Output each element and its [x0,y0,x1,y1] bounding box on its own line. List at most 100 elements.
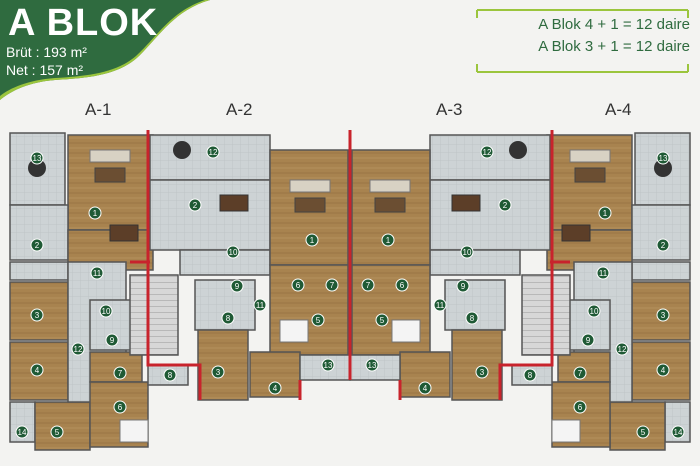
left-room-20 [197,329,249,401]
marker-number-L-18: 11 [256,301,265,310]
marker-number-R-13: 12 [483,148,492,157]
room-marker-L-21: 7 [325,278,339,292]
room-marker-R-19: 8 [465,311,479,325]
left-room-18 [129,274,179,356]
marker-number-L-2: 2 [35,241,40,250]
room-marker-R-25: 4 [418,381,432,395]
block-title: A BLOK [8,2,159,44]
room-marker-R-23: 3 [475,365,489,379]
marker-dot-R-5 [587,304,601,318]
room-marker-R-10: 6 [573,400,587,414]
marker-dot-L-25 [268,381,282,395]
party-wall-2 [498,130,554,400]
room-marker-L-6: 12 [71,342,85,356]
marker-dot-L-2 [30,238,44,252]
room-marker-L-9: 7 [113,366,127,380]
room-marker-R-24: 8 [523,368,537,382]
room-marker-R-2: 2 [656,238,670,252]
marker-dot-L-0 [30,151,44,165]
marker-number-L-19: 8 [226,314,231,323]
marker-number-R-14: 2 [503,201,508,210]
marker-dot-L-21 [325,278,339,292]
marker-number-L-10: 6 [118,403,123,412]
room-marker-R-5: 10 [587,304,601,318]
room-marker-L-4: 3 [30,308,44,322]
marker-dot-L-10 [113,400,127,414]
room-marker-R-12: 5 [636,425,650,439]
room-marker-L-7: 9 [105,333,119,347]
marker-number-R-8: 4 [661,366,666,375]
marker-dot-L-12 [50,425,64,439]
room-marker-L-20: 6 [291,278,305,292]
marker-number-L-11: 14 [18,428,27,437]
marker-number-R-20: 6 [400,281,405,290]
dining-table-b1 [451,194,481,212]
marker-number-R-22: 5 [380,316,385,325]
room-marker-R-13: 12 [480,145,494,159]
dining-table-a0 [109,224,139,242]
marker-number-R-7: 9 [586,336,591,345]
bed-a1 [551,419,581,443]
marker-dot-R-24 [523,368,537,382]
room-marker-L-1: 1 [88,206,102,220]
marker-dot-L-16 [305,233,319,247]
room-marker-R-3: 11 [596,266,610,280]
marker-dot-L-5 [99,304,113,318]
marker-dot-L-19 [221,311,235,325]
marker-dot-L-1 [88,206,102,220]
room-marker-R-1: 1 [598,206,612,220]
marker-dot-L-18 [253,298,267,312]
dining-table-b0 [219,194,249,212]
patio-table-b0 [173,141,191,159]
marker-number-R-2: 2 [661,241,666,250]
marker-number-L-1: 1 [93,209,98,218]
left-room-15 [179,249,271,276]
marker-number-L-7: 9 [110,336,115,345]
marker-dot-R-1 [598,206,612,220]
party-wall-0 [146,130,202,400]
marker-number-L-6: 12 [74,345,83,354]
marker-dot-L-3 [90,266,104,280]
room-marker-L-14: 2 [188,198,202,212]
summary-frame [476,9,689,73]
marker-dot-L-4 [30,308,44,322]
coffee-table-a0 [94,167,126,183]
room-marker-R-16: 1 [381,233,395,247]
marker-number-R-21: 7 [366,281,371,290]
marker-number-L-15: 10 [229,248,238,257]
unit-label-a4: A-4 [605,100,632,119]
title-banner [0,0,210,100]
marker-number-L-13: 12 [209,148,218,157]
left-room-2 [9,204,69,261]
room-marker-R-4: 3 [656,308,670,322]
marker-dot-R-6 [615,342,629,356]
marker-number-L-21: 7 [330,281,335,290]
marker-dot-R-3 [596,266,610,280]
marker-dot-R-19 [465,311,479,325]
marker-number-L-3: 11 [93,269,102,278]
right-room-15 [429,249,521,276]
marker-number-R-18: 11 [436,301,445,310]
marker-dot-R-17 [456,279,470,293]
unit-label-a1: A-1 [85,100,112,119]
coffee-table-b0 [294,197,326,213]
marker-number-R-15: 10 [463,248,472,257]
room-marker-R-6: 12 [615,342,629,356]
marker-number-R-6: 12 [618,345,627,354]
marker-number-R-4: 3 [661,311,666,320]
marker-dot-L-20 [291,278,305,292]
marker-number-L-22: 5 [316,316,321,325]
sofa-b1 [369,179,411,193]
sofa-a1 [569,149,611,163]
left-room-14 [149,179,271,251]
marker-dot-R-15 [460,245,474,259]
marker-dot-L-7 [105,333,119,347]
right-room-14 [429,179,551,251]
sofa-b0 [289,179,331,193]
marker-number-R-3: 11 [599,269,608,278]
marker-dot-R-2 [656,238,670,252]
marker-number-R-10: 6 [578,403,583,412]
dining-table-a1 [561,224,591,242]
coffee-table-b1 [374,197,406,213]
marker-dot-L-22 [311,313,325,327]
